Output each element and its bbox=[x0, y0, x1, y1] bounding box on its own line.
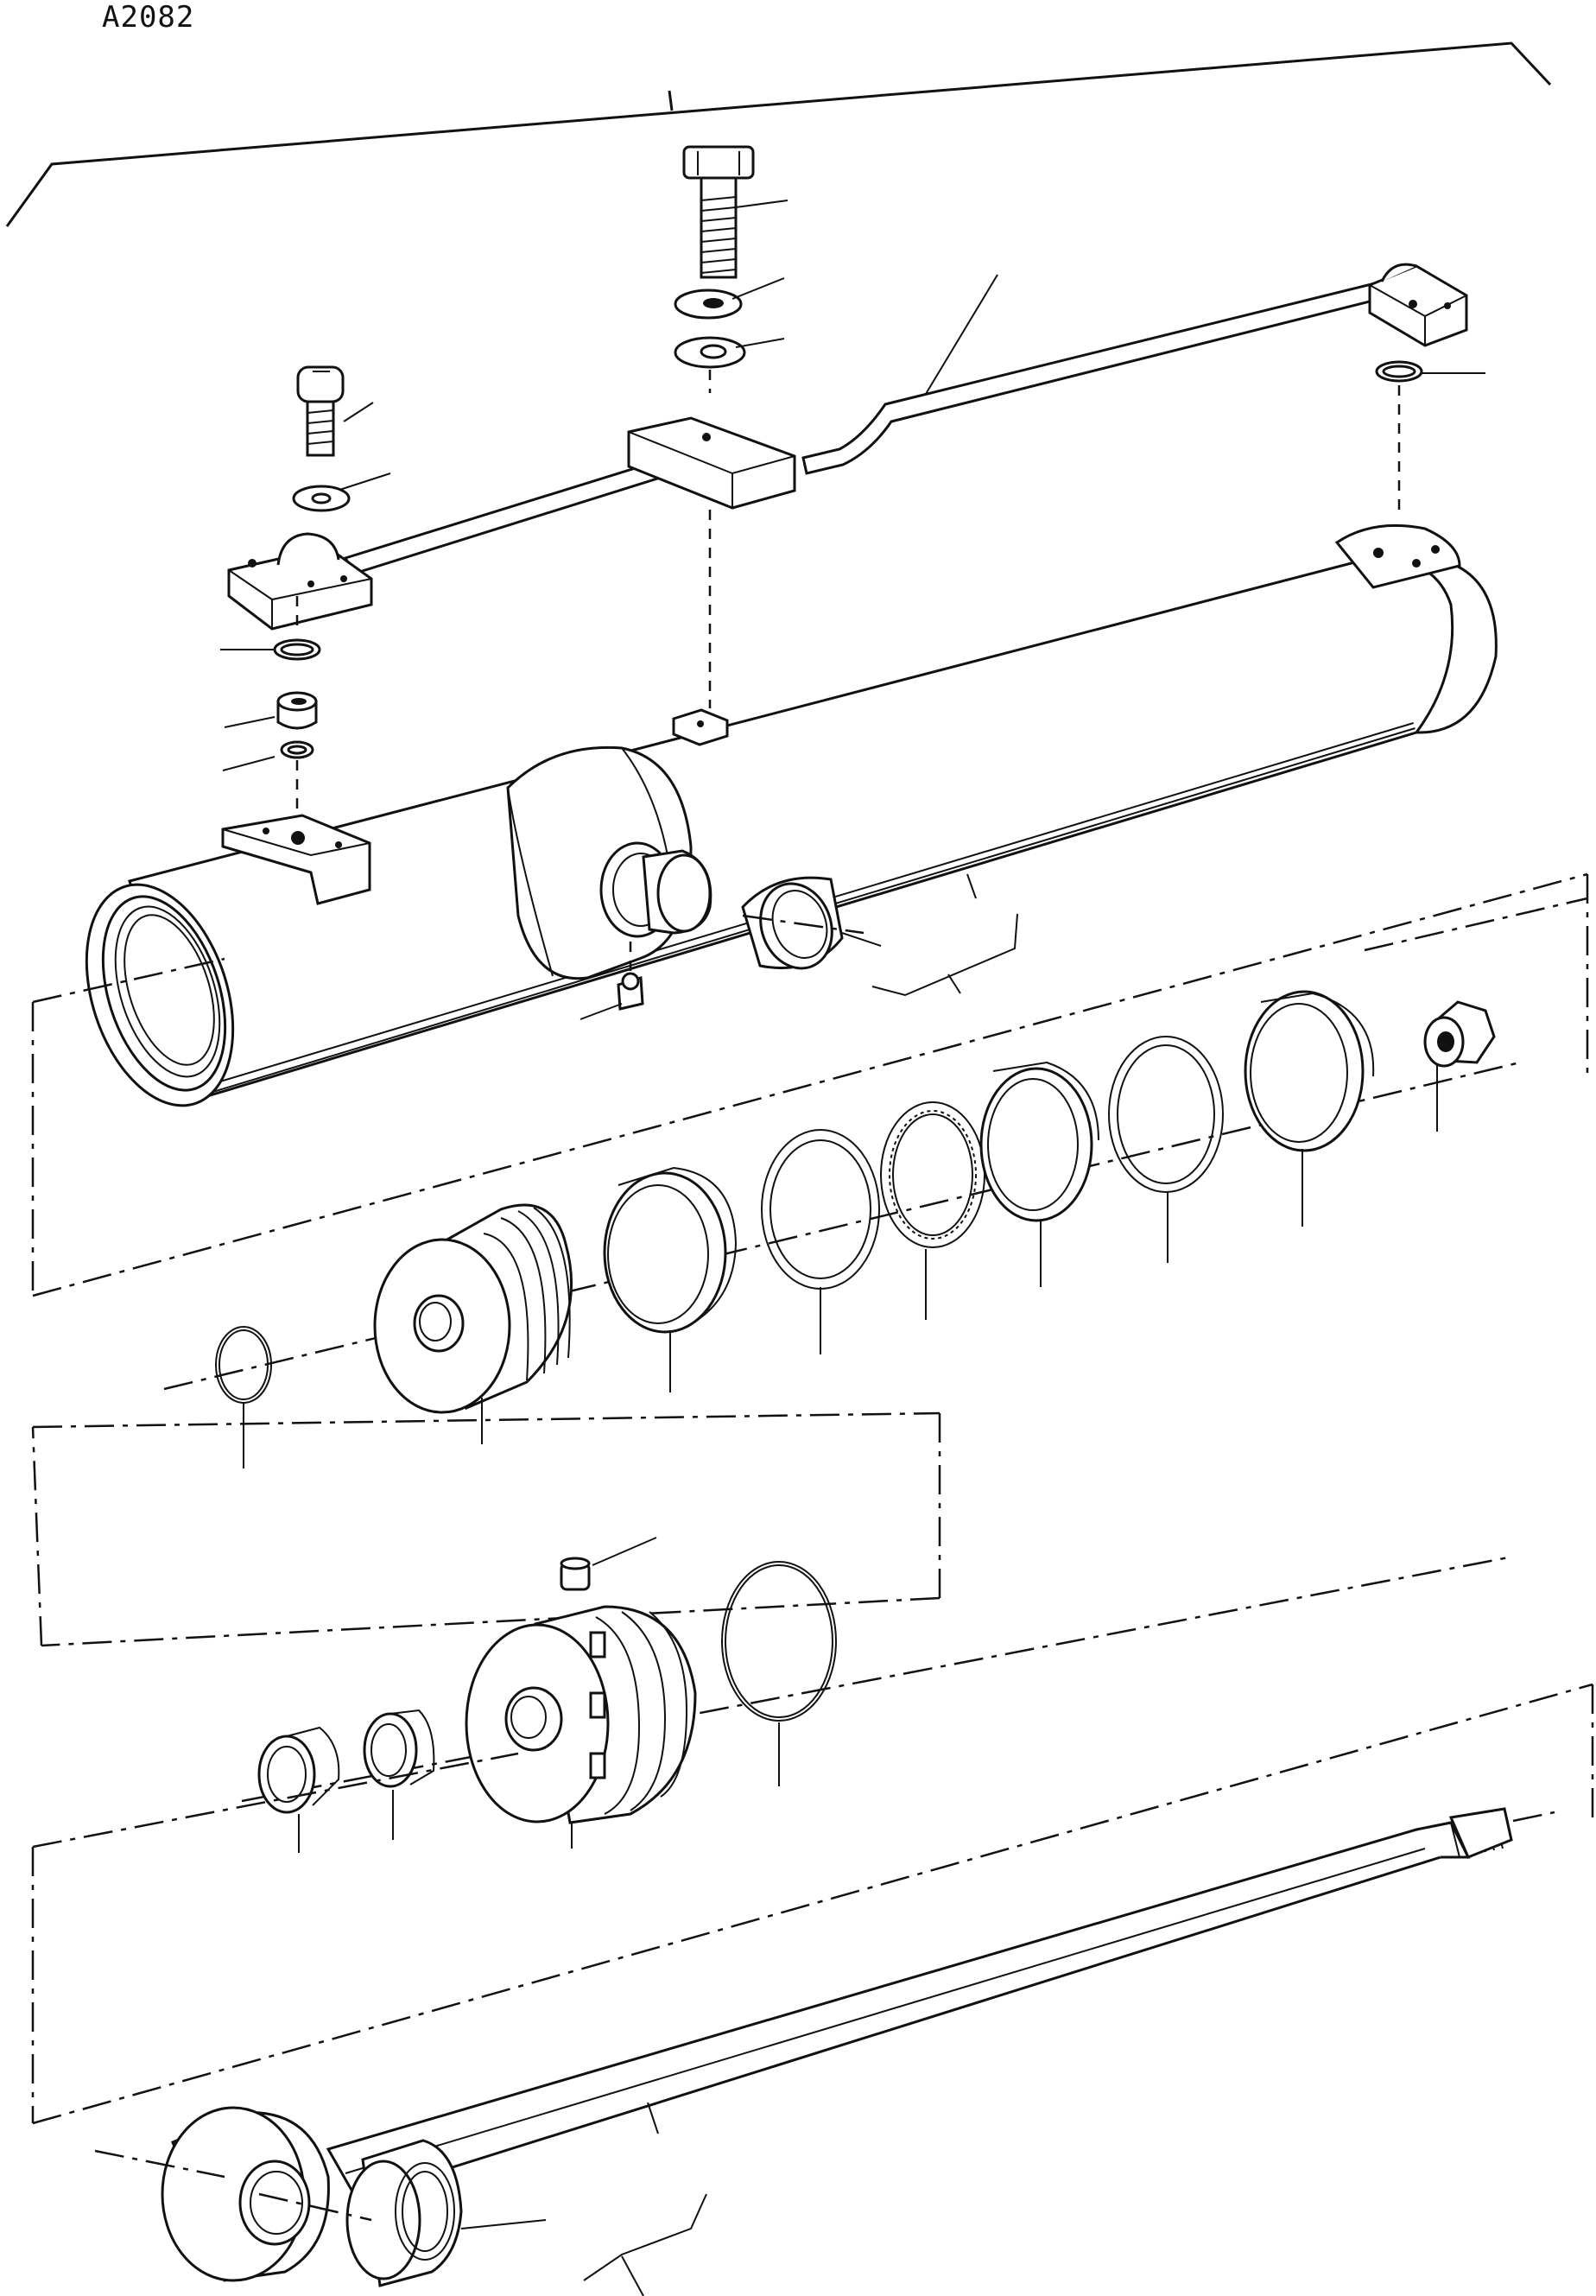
barrel-bearing-sleeve bbox=[741, 876, 844, 970]
piston-section-frame bbox=[31, 872, 1589, 1297]
head-axis bbox=[241, 1555, 1514, 1803]
hydraulic-port bbox=[599, 841, 712, 938]
barrel-end-opening bbox=[85, 883, 235, 1107]
piston-seal-ring-4 bbox=[1108, 1036, 1224, 1193]
piston-rod bbox=[326, 1807, 1513, 2199]
rod-eye-bushing bbox=[345, 2139, 463, 2287]
cap-screw bbox=[296, 365, 345, 457]
rod-right-mount-block bbox=[1368, 263, 1468, 347]
snap-ring-left bbox=[215, 1326, 272, 1404]
spacer-bushing bbox=[276, 691, 318, 730]
piston-seal-ring-3 bbox=[979, 1061, 1099, 1222]
o-ring-left-mount bbox=[273, 638, 321, 661]
top-frame-bracket bbox=[5, 41, 1552, 227]
leader-lines-rod bbox=[460, 2102, 707, 2296]
piston-guide-ring bbox=[603, 1166, 738, 1334]
o-ring-small bbox=[280, 740, 314, 759]
grease-nipple bbox=[617, 972, 644, 1011]
wiper-seal bbox=[257, 1726, 340, 1814]
barrel-centre-pad bbox=[672, 708, 729, 746]
drawing-reference-code: A2082 bbox=[102, 0, 195, 35]
linkage-rod bbox=[343, 280, 1389, 575]
leader-lines-head bbox=[298, 1722, 780, 1853]
head-pin bbox=[560, 1557, 591, 1591]
cylinder-head bbox=[465, 1605, 697, 1824]
cap-screw-washer bbox=[292, 485, 351, 512]
lock-nut bbox=[1423, 1000, 1496, 1068]
bolt-washer bbox=[674, 289, 743, 320]
piston-wear-ring bbox=[1244, 990, 1375, 1152]
head-o-ring bbox=[721, 1561, 837, 1722]
piston-seal-ring-1 bbox=[761, 1129, 880, 1290]
cylinder-barrel bbox=[128, 523, 1498, 1100]
barrel-left-mount-pad bbox=[221, 814, 371, 905]
leader-lines-piston bbox=[243, 1064, 1438, 1468]
head-section-frame bbox=[31, 1411, 941, 1647]
rod-section-frame bbox=[31, 1683, 1594, 2125]
rod-centre-clamp-block bbox=[627, 416, 796, 510]
rod-seal bbox=[363, 1709, 435, 1788]
piston bbox=[373, 1203, 573, 1414]
o-ring-right-mount bbox=[1375, 360, 1423, 383]
bolt-flat-washer bbox=[674, 336, 746, 369]
rod-left-mount-block bbox=[227, 532, 373, 631]
rod-eye bbox=[161, 2106, 330, 2282]
piston-seal-ring-2 bbox=[880, 1101, 985, 1248]
hex-bolt bbox=[682, 145, 755, 279]
